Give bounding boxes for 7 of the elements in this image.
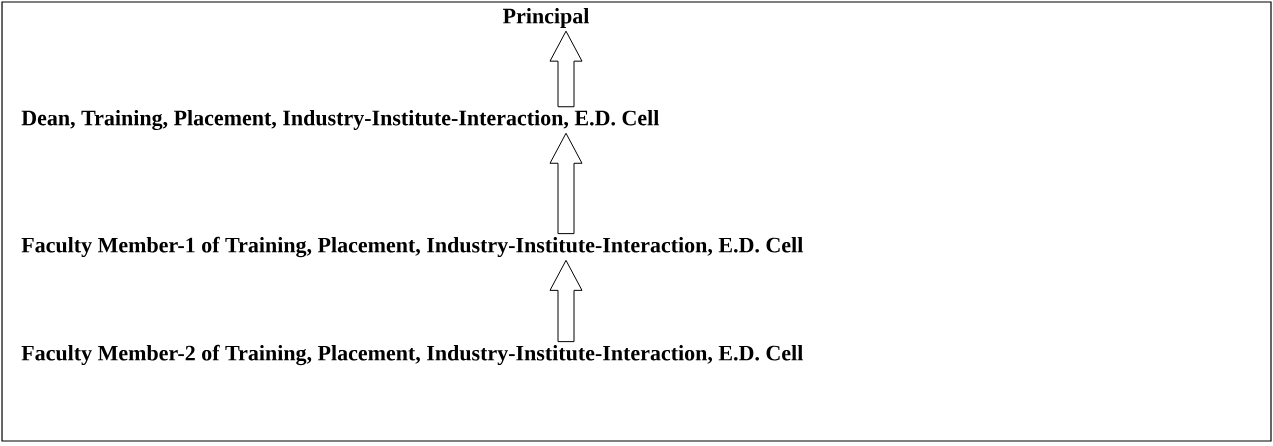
org-level-text: Dean, Training, Placement, Industry-Institute-Interaction, E.D. Cell: [21, 109, 659, 131]
block-arrow: [549, 132, 583, 235]
org-level-text: Faculty Member-2 of Training, Placement, Industry-Institute-Interaction, E.D. Cell: [21, 344, 803, 366]
block-arrow: [549, 259, 583, 343]
org-level-text: Faculty Member-1 of Training, Placement, Industry-Institute-Interaction, E.D. Cell: [21, 236, 803, 258]
block-arrow: [549, 30, 583, 108]
org-level-text: Principal: [503, 8, 590, 28]
